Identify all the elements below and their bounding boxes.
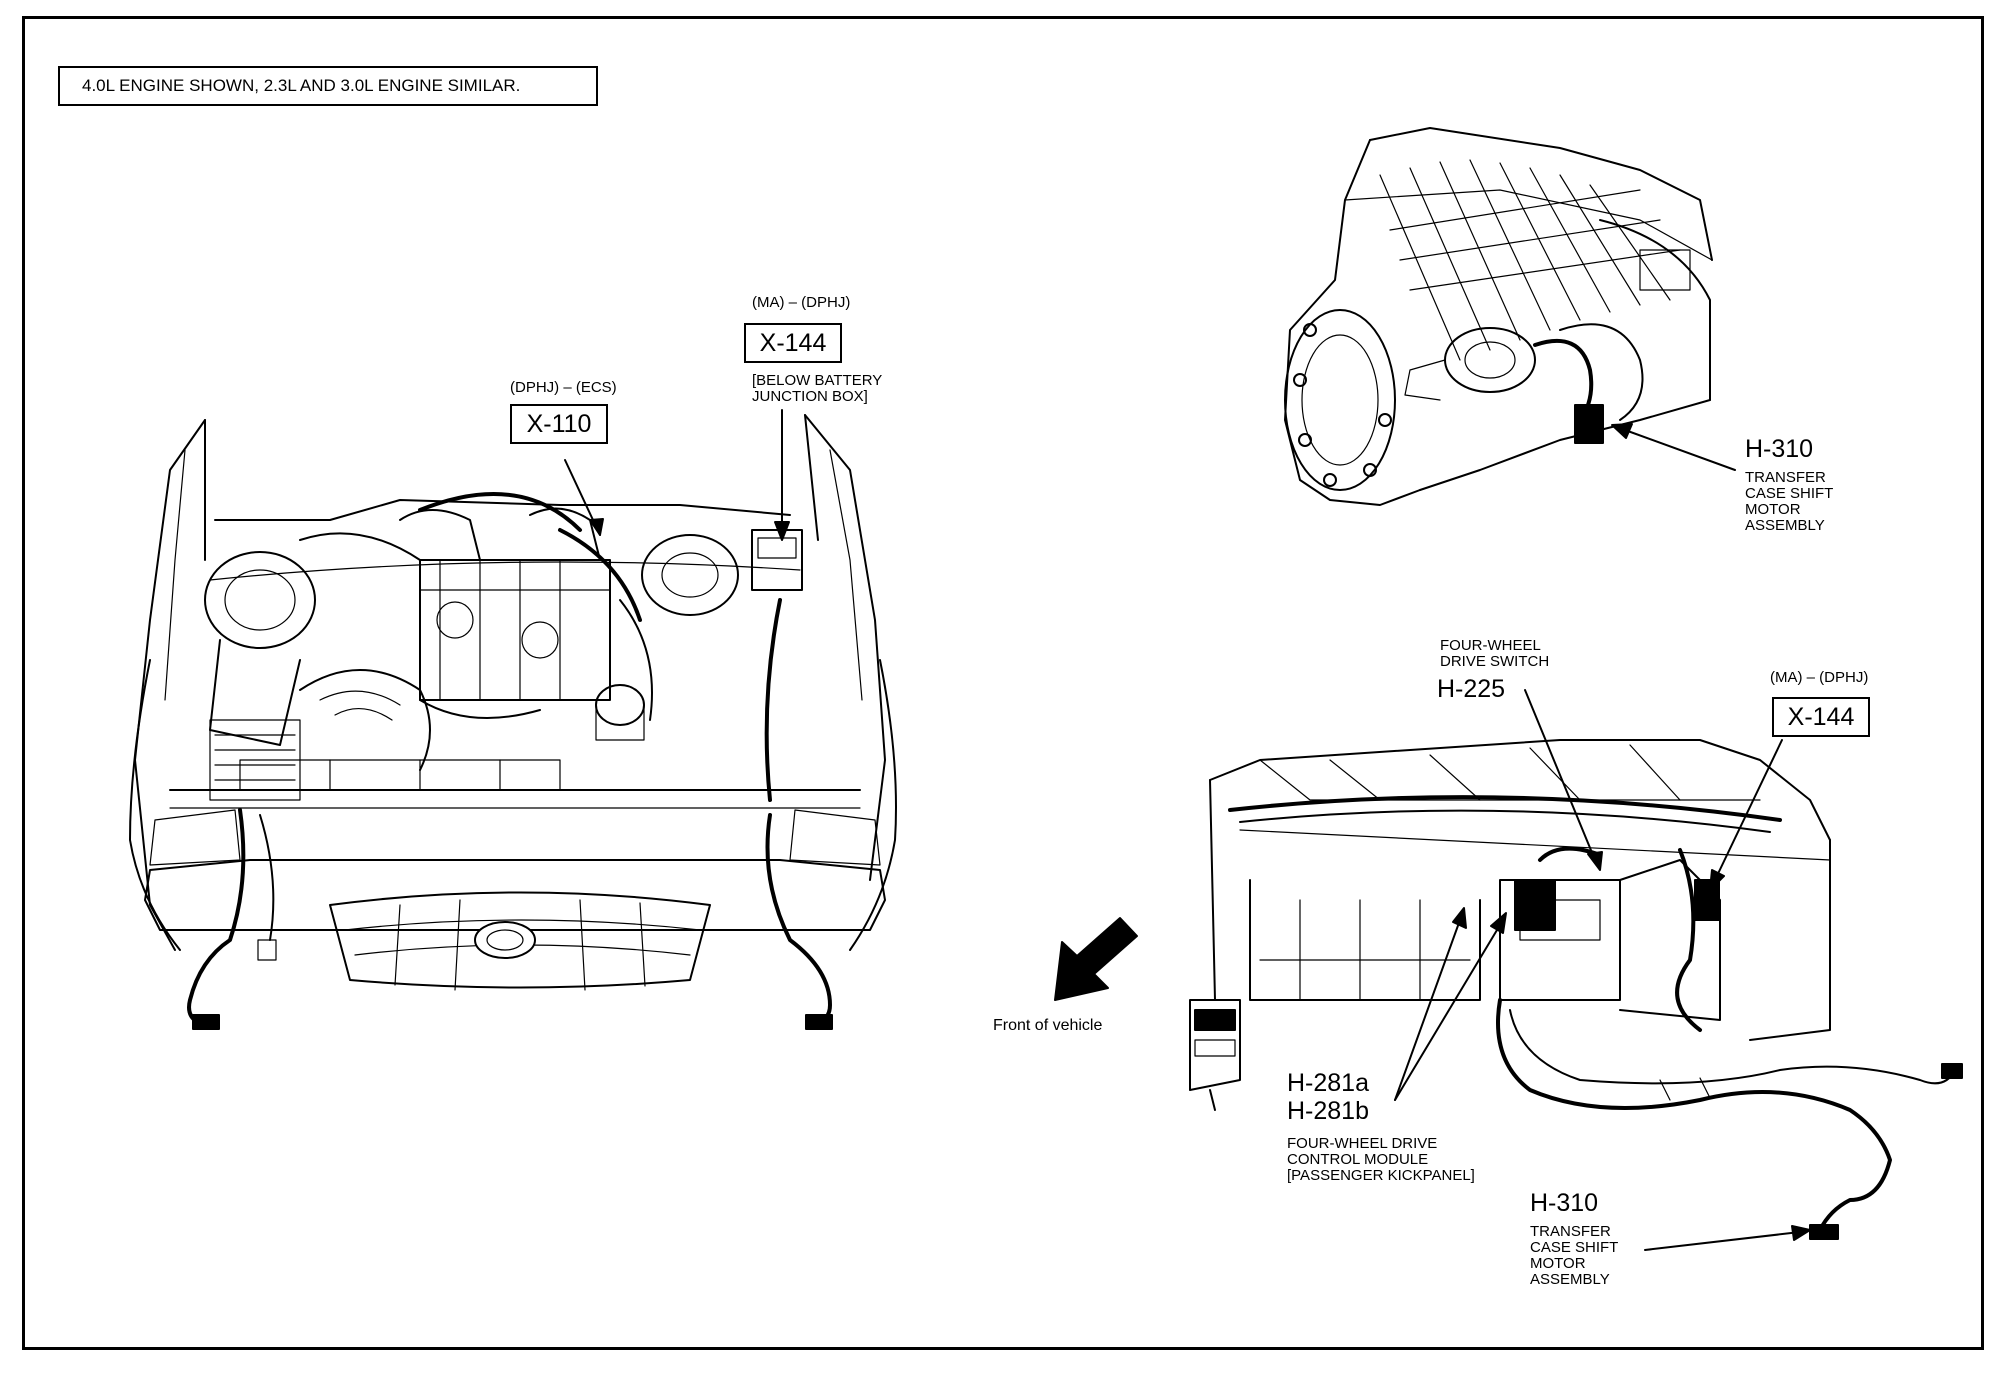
dash-x144-codes: (MA) – (DPHJ) — [1770, 669, 1869, 686]
shift-motor-h310-description: TRANSFER CASE SHIFT MOTOR ASSEMBLY — [1530, 1223, 1619, 1288]
diagram-frame — [22, 16, 1984, 1350]
transfer-case-h310-description: TRANSFER CASE SHIFT MOTOR ASSEMBLY — [1745, 469, 1834, 534]
four-wheel-drive-switch-description: FOUR-WHEEL DRIVE SWITCH — [1440, 637, 1550, 670]
module-h281a-connector: H-281a — [1287, 1069, 1369, 1097]
x110-connector: X-110 — [510, 404, 608, 444]
x110-codes: (DPHJ) – (ECS) — [510, 379, 617, 396]
four-wheel-drive-switch-h225-connector: H-225 — [1437, 675, 1506, 703]
front-of-vehicle-label: Front of vehicle — [993, 1017, 1103, 1034]
shift-motor-h310-connector: H-310 — [1530, 1189, 1599, 1217]
engine-x144-codes: (MA) – (DPHJ) — [752, 294, 851, 311]
module-h281b-connector: H-281b — [1287, 1097, 1369, 1125]
transfer-case-h310-connector: H-310 — [1745, 435, 1814, 463]
engine-x144-location: [BELOW BATTERY JUNCTION BOX] — [752, 372, 883, 405]
module-description: FOUR-WHEEL DRIVE CONTROL MODULE [PASSENG… — [1287, 1135, 1475, 1184]
engine-x144-connector: X-144 — [744, 323, 842, 363]
dash-x144-connector: X-144 — [1772, 697, 1870, 737]
engine-note: 4.0L ENGINE SHOWN, 2.3L AND 3.0L ENGINE … — [58, 66, 598, 106]
